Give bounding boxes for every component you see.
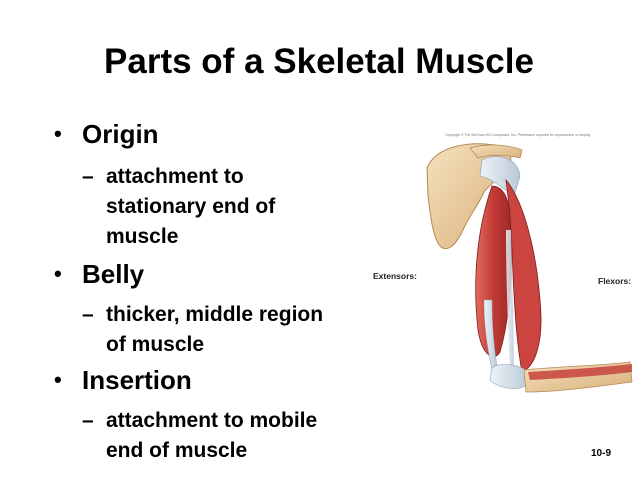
sub-bullet-glyph: – (82, 165, 94, 188)
bullet-label: Origin (82, 119, 159, 149)
sub-bullet-line: thicker, middle region (106, 303, 324, 326)
sub-bullet-glyph: – (82, 409, 94, 432)
sub-bullet-line: end of muscle (106, 439, 248, 462)
page-number: 10-9 (591, 448, 612, 459)
bullet-glyph: • (54, 121, 62, 146)
arm-muscle-illustration (426, 143, 633, 393)
bullet-glyph: • (54, 367, 62, 392)
flexors-label: Flexors: (598, 276, 632, 286)
sub-bullet-line: of muscle (106, 333, 205, 356)
mid-tendon (506, 230, 514, 370)
sub-bullet-line: attachment to (106, 165, 244, 188)
bullet-label: Insertion (82, 365, 192, 395)
sub-bullet-glyph: – (82, 303, 94, 326)
sub-bullet-line: muscle (106, 225, 179, 248)
extensors-label: Extensors: (373, 271, 417, 281)
bullet-label: Belly (82, 259, 145, 289)
sub-bullet-belly: – thicker, middle region of muscle (52, 300, 323, 360)
bullet-belly: • Belly (52, 258, 144, 290)
sub-bullet-line: attachment to mobile (106, 409, 318, 432)
bullet-insertion: • Insertion (52, 364, 192, 396)
copyright-notice: Copyright © The McGraw-Hill Companies, I… (445, 133, 592, 137)
forearm-muscle (528, 364, 632, 380)
slide-title: Parts of a Skeletal Muscle (104, 42, 534, 81)
bullet-origin: • Origin (52, 118, 159, 150)
sub-bullet-insertion: – attachment to mobile end of muscle (52, 406, 317, 466)
bullet-glyph: • (54, 261, 62, 286)
upper-arm-muscle (475, 185, 512, 357)
clavicle-bone (469, 144, 523, 159)
sub-bullet-line: stationary end of (106, 195, 276, 218)
sub-bullet-origin: – attachment to stationary end of muscle (52, 162, 275, 252)
